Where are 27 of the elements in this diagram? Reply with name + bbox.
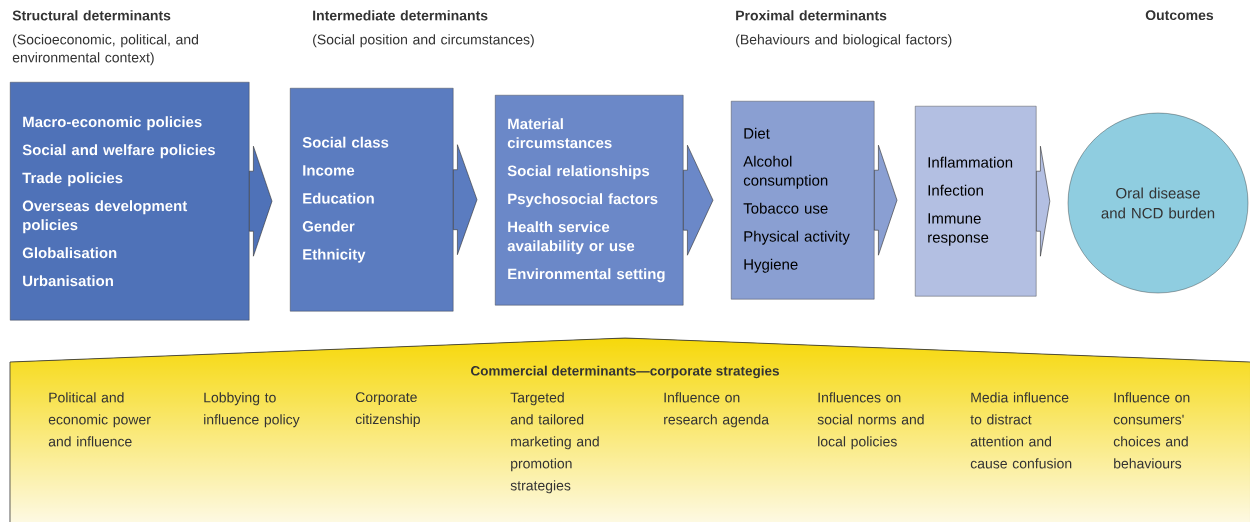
band-heading: Commercial determinants—corporate strategies [471, 365, 779, 379]
strategy-text: Influence on research agenda [664, 392, 770, 428]
column-heading: Intermediate determinants [313, 10, 488, 21]
factor-box: Macro-economic policies Social and welfare policies Trade policies Overseas development policies Globalisation Urbanisation [10, 82, 250, 321]
column-heading: (Social position and circumstances) [313, 34, 534, 48]
block-arrow [1036, 145, 1051, 257]
block-arrow [683, 144, 714, 256]
strategy-text: Political and economic power and influence [48, 392, 151, 447]
strategy-text: Corporate citizenship [355, 392, 420, 427]
strategy-text: Targeted and tailored marketing and promotion strategies [510, 392, 599, 494]
column-heading: (Socioeconomic, political, and environmental context) [12, 34, 198, 66]
column-heading: (Behaviours and biological factors) [736, 34, 952, 48]
factor-box: Diet Alcohol consumption Tobacco use Physical activity Hygiene [731, 101, 875, 300]
strategy-text: Influence on consumers' choices and behaviours [1113, 392, 1190, 469]
block-arrow [249, 145, 273, 257]
strategy-text: Media influence to distract attention and cause confusion [970, 392, 1072, 469]
strategy-text: Lobbying to influence policy [204, 392, 300, 428]
strategy-band [9, 337, 1250, 522]
column-heading: Proximal determinants [736, 10, 887, 21]
column-heading: Structural determinants [12, 10, 171, 21]
factor-box: Material circumstances Social relationships Psychosocial factors Health service availability or use Environmental setting [495, 95, 684, 306]
column-heading: Outcomes [1145, 10, 1214, 21]
factor-box: Inflammation Infection Immune response [915, 106, 1037, 297]
block-arrow [874, 144, 898, 256]
block-arrow [453, 144, 478, 255]
factor-box: Social class Income Education Gender Ethnicity [290, 88, 454, 312]
strategy-text: Influences on social norms and local policies [817, 392, 924, 450]
